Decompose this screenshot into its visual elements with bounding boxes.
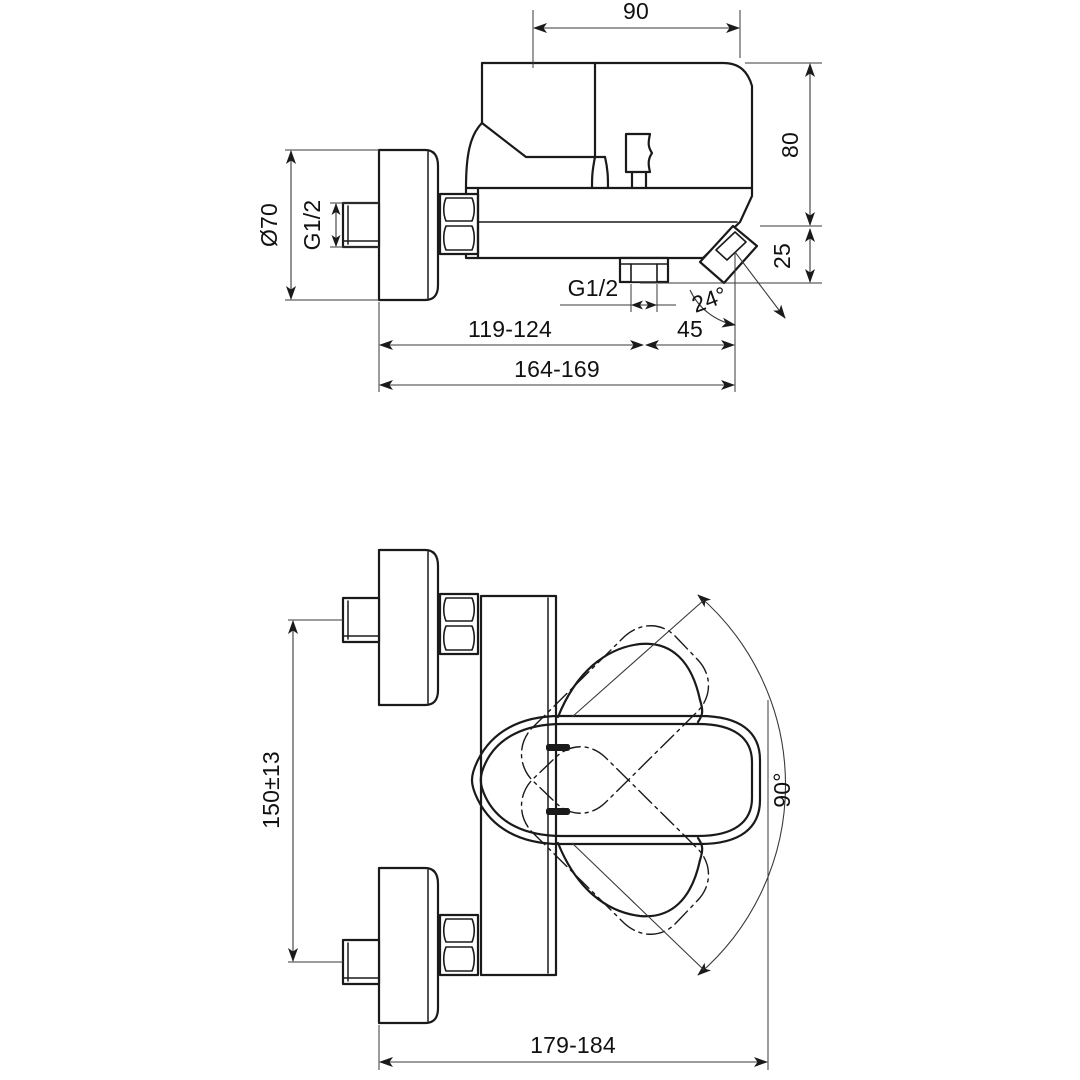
inlet-nipple-upper — [341, 596, 381, 644]
dim-label-90deg: 90° — [769, 772, 795, 807]
cartridge-neck-right — [603, 155, 610, 190]
dim-label-90: 90 — [623, 0, 649, 24]
mixer-body-side-profile — [341, 61, 759, 302]
lever-ghost-position-up — [520, 625, 710, 814]
dim-label-164-169: 164-169 — [514, 356, 600, 382]
dim-label-150-13: 150±13 — [258, 751, 284, 829]
lever-handle-plan-inner — [479, 722, 754, 838]
dimension-25: 25 — [757, 228, 822, 284]
dimension-80: 80 — [745, 62, 822, 227]
dimension-164-169: 164-169 — [378, 330, 736, 392]
wall-escutcheon — [377, 148, 440, 302]
union-nut-face-upper — [442, 197, 476, 222]
union-nut-lower-face-a — [442, 918, 476, 943]
union-nut-lower-face-b — [442, 946, 476, 972]
cartridge-neck-left — [590, 155, 597, 190]
inlet-nipple-lower — [341, 938, 381, 986]
lever-handle-profile — [480, 61, 597, 159]
escutcheon-lower — [377, 866, 440, 1025]
lever-groove-lower — [546, 808, 570, 815]
dim-label-25: 25 — [769, 243, 795, 269]
dim-label-g12-inlet: G1/2 — [299, 200, 325, 251]
dim-label-24deg: 24° — [688, 281, 730, 318]
dimension-90: 90 — [532, 0, 741, 68]
dim-label-80: 80 — [777, 132, 803, 158]
dimension-179-184: 179-184 — [378, 1000, 769, 1070]
dimension-45: 45 — [645, 316, 735, 350]
lever-handle-plan-outer — [470, 714, 762, 846]
dimension-g12-inlet: G1/2 — [299, 200, 379, 251]
front-elevation-view: 150±13 90° 179-184 — [258, 548, 795, 1070]
dimension-119-124: 119-124 — [378, 302, 644, 352]
dimension-90deg: 90° — [571, 594, 795, 1020]
lever-ghost-position-down — [520, 746, 710, 935]
escutcheon-upper — [377, 548, 440, 707]
union-nut-upper-face-b — [442, 625, 476, 651]
side-elevation-view: 90 80 25 Ø70 G1/2 — [256, 0, 822, 392]
diverter-knob — [624, 132, 654, 174]
dimension-g12-outlet: G1/2 — [560, 275, 676, 312]
spout-top-surface — [480, 61, 754, 190]
mixer-body-block — [464, 186, 754, 260]
union-nut-upper-face-a — [442, 597, 476, 622]
mixer-body-front-profile — [341, 548, 762, 1025]
mixer-body-front-block — [479, 594, 558, 977]
dim-label-dia70: Ø70 — [256, 203, 282, 247]
lever-groove-upper — [546, 744, 570, 751]
dimension-dia70: Ø70 — [256, 149, 379, 301]
lever-handle-front-curve — [464, 121, 484, 190]
dim-label-119-124: 119-124 — [468, 316, 552, 342]
spout-aerator-insert — [715, 231, 747, 261]
dim-label-45: 45 — [677, 316, 703, 342]
shower-outlet-thread-g12 — [630, 263, 658, 283]
dim-label-179-184: 179-184 — [530, 1032, 616, 1058]
dimension-150-13: 150±13 — [258, 619, 343, 963]
dim-label-g12-outlet: G1/2 — [568, 275, 619, 301]
union-nut-face-lower — [442, 225, 476, 251]
